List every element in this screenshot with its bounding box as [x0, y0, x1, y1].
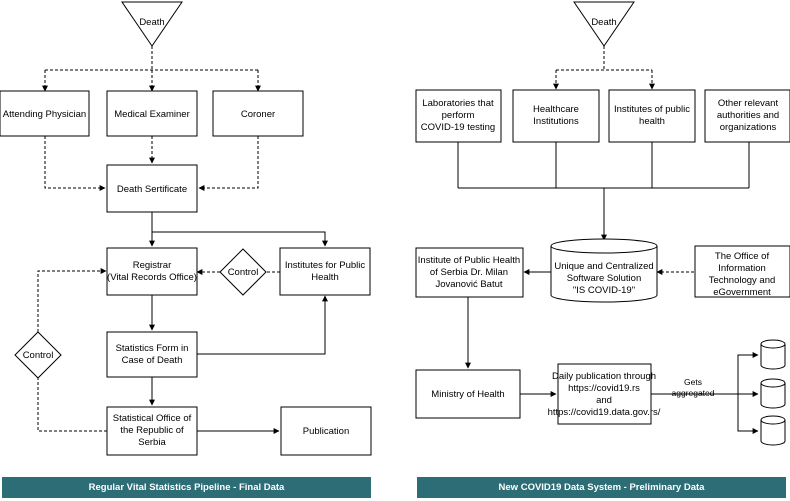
laboratories-label-line: perform — [442, 110, 475, 121]
batut-institute-label-line: Institute of Public Health — [418, 255, 520, 266]
statistics-form-label-line: Statistics Form in — [116, 343, 189, 354]
other-authorities-label-line: organizations — [720, 122, 777, 133]
statistics-form-box: Statistics Form in Case of Death — [106, 331, 198, 378]
control-diamond-registrar: Control — [219, 248, 267, 296]
right-edges — [457, 46, 759, 434]
registrar-label-line: Registrar — [133, 260, 172, 271]
gets-aggregated-label-line: aggregated — [671, 388, 714, 398]
statistical-office-box: Statistical Office of the Republic of Se… — [106, 406, 198, 456]
left-death-start: Death — [121, 1, 183, 47]
right-footer-banner: New COVID19 Data System - Preliminary Da… — [417, 477, 786, 498]
batut-institute-label-line: Jovanović Batut — [435, 279, 502, 290]
laboratories-box: Laboratories that perform COVID-19 testi… — [415, 89, 502, 143]
database-icon — [760, 378, 786, 409]
ministry-of-health-label: Ministry of Health — [431, 389, 504, 400]
daily-publication-label-line: https://covid19.rs — [568, 383, 640, 394]
laboratories-label-line: COVID-19 testing — [421, 122, 495, 133]
attending-physician-box: Attending Physician — [0, 90, 90, 137]
left-footer-banner: Regular Vital Statistics Pipeline - Fina… — [2, 477, 371, 498]
coroner-box: Coroner — [212, 90, 304, 137]
registrar-box: Registrar (Vital Records Office) — [106, 247, 198, 296]
office-it-label-line: Information — [718, 263, 766, 274]
right-death-start: Death — [573, 1, 635, 47]
right-footer-label: New COVID19 Data System - Preliminary Da… — [498, 482, 705, 493]
coroner-label: Coroner — [241, 109, 275, 120]
institutes-of-public-health-box: Institutes of public health — [608, 89, 696, 143]
laboratories-label-line: Laboratories that — [422, 98, 494, 109]
left-edges — [37, 46, 328, 434]
batut-institute-label-line: of Serbia Dr. Milan — [430, 267, 508, 278]
other-authorities-label-line: Other relevant — [718, 98, 779, 109]
institutes-public-health-label-line: Health — [311, 272, 338, 283]
publication-label: Publication — [303, 426, 349, 437]
registrar-label-line: (Vital Records Office) — [107, 272, 197, 283]
gets-aggregated-label: Gets aggregated — [671, 377, 714, 398]
publication-box: Publication — [280, 406, 372, 456]
daily-publication-label-line: Daily publication through — [552, 371, 656, 382]
batut-institute-box: Institute of Public Health of Serbia Dr.… — [415, 247, 524, 298]
office-it-label-line: eGovernment — [713, 287, 771, 298]
daily-publication-label-line: https://covid19.data.gov.rs/ — [548, 407, 661, 418]
gets-aggregated-label-line: Gets — [684, 377, 702, 387]
statistical-office-label-line: the Republic of — [120, 425, 184, 436]
institutes-public-health-box: Institutes for Public Health — [279, 247, 371, 296]
statistics-form-label-line: Case of Death — [122, 355, 183, 366]
office-it-box: The Office of Information Technology and… — [694, 245, 790, 298]
is-covid-label-line: Unique and Centralized — [554, 261, 653, 272]
left-death-label: Death — [139, 17, 164, 28]
office-it-label-line: The Office of — [715, 251, 770, 262]
medical-examiner-box: Medical Examiner — [106, 90, 198, 137]
database-icon — [760, 415, 786, 446]
left-footer-label: Regular Vital Statistics Pipeline - Fina… — [88, 482, 285, 493]
other-authorities-label-line: authorities and — [717, 110, 779, 121]
right-death-label: Death — [591, 17, 616, 28]
ministry-of-health-box: Ministry of Health — [415, 369, 521, 419]
healthcare-institutions-label-line: Healthcare — [533, 104, 579, 115]
control-diamond-statistical-office: Control — [14, 331, 62, 379]
attending-physician-label: Attending Physician — [3, 109, 86, 120]
is-covid-label-line: Software Solution — [567, 273, 641, 284]
institutes-of-public-health-label-line: Institutes of public — [614, 104, 690, 115]
death-certificate-label: Death Sertificate — [117, 184, 187, 195]
statistical-office-label-line: Statistical Office of — [113, 413, 192, 424]
database-icon — [760, 339, 786, 370]
daily-publication-box: Daily publication through https://covid1… — [548, 363, 661, 425]
office-it-label-line: Technology and — [709, 275, 776, 286]
institutes-of-public-health-label-line: health — [639, 116, 665, 127]
other-authorities-box: Other relevant authorities and organizat… — [704, 89, 790, 143]
death-certificate-box: Death Sertificate — [106, 164, 198, 213]
daily-publication-label-line: and — [596, 395, 612, 406]
healthcare-institutions-box: Healthcare Institutions — [512, 89, 600, 143]
healthcare-institutions-label-line: Institutions — [533, 116, 579, 127]
statistical-office-label-line: Serbia — [138, 437, 166, 448]
institutes-public-health-label-line: Institutes for Public — [285, 260, 366, 271]
control-label: Control — [228, 267, 259, 278]
control-label: Control — [23, 350, 54, 361]
is-covid-database: Unique and Centralized Software Solution… — [550, 238, 658, 303]
medical-examiner-label: Medical Examiner — [114, 109, 190, 120]
is-covid-label-line: "IS COVID-19" — [573, 285, 635, 296]
